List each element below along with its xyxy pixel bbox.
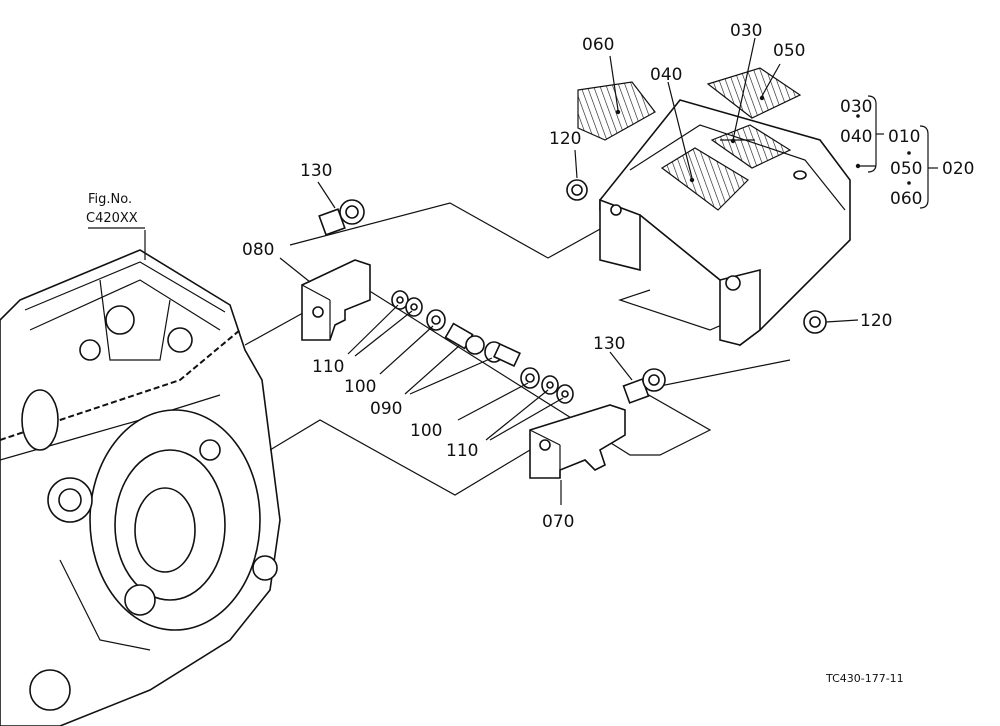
callout-070: 070 xyxy=(542,512,574,532)
leader-dots xyxy=(615,95,861,183)
gear-case-housing xyxy=(0,230,281,726)
fig-no-value: C420XX xyxy=(86,211,138,226)
tree-010: 010 xyxy=(888,127,920,147)
bolt-130-mid xyxy=(622,368,666,404)
callout-120-left: 120 xyxy=(549,129,581,149)
bracket-070 xyxy=(529,404,626,479)
fig-no-label: Fig.No. xyxy=(88,192,132,207)
callout-130-top: 130 xyxy=(300,161,332,181)
callout-110-upper: 110 xyxy=(312,357,344,377)
washer-110-c xyxy=(541,375,559,395)
washer-110-b xyxy=(405,297,423,317)
tree-020: 020 xyxy=(942,159,974,179)
nut-120-right xyxy=(803,310,827,334)
callout-080: 080 xyxy=(242,240,274,260)
callout-110-lower: 110 xyxy=(446,441,478,461)
tree-030: 030 xyxy=(840,97,872,117)
figure-reference: Fig.No. C420XX xyxy=(86,192,138,226)
tree-040: 040 xyxy=(840,127,872,147)
callout-060-top: 060 xyxy=(582,35,614,55)
tree-050: 050 xyxy=(890,159,922,179)
callout-040-top: 040 xyxy=(650,65,682,85)
decal-040 xyxy=(660,147,749,211)
washer-100-b xyxy=(520,367,540,389)
decal-030 xyxy=(710,124,792,169)
bolt-130-top xyxy=(318,199,365,236)
callout-050-top: 050 xyxy=(773,41,805,61)
callout-130-mid: 130 xyxy=(593,334,625,354)
decal-050 xyxy=(706,67,802,119)
callout-090: 090 xyxy=(370,399,402,419)
callout-100-lower: 100 xyxy=(410,421,442,441)
tree-060: 060 xyxy=(890,189,922,209)
assembly-tree-brackets xyxy=(856,95,938,209)
leader-lines xyxy=(88,37,876,505)
drawing-code: TC430-177-11 xyxy=(825,672,904,685)
pin-090-b xyxy=(484,341,521,368)
assembly-tree-labels: 030 040 010 050 020 060 xyxy=(840,97,974,209)
cover-part xyxy=(599,99,851,347)
washer-100-a xyxy=(426,309,446,331)
callout-030-top: 030 xyxy=(730,21,762,41)
washer-110-a xyxy=(391,290,409,310)
nut-120-left xyxy=(566,179,588,201)
callout-labels: 060 030 050 040 120 130 080 110 100 090 … xyxy=(242,21,892,532)
bracket-080 xyxy=(301,259,371,341)
callout-120-right: 120 xyxy=(860,311,892,331)
pin-090-a xyxy=(444,322,485,355)
callout-100-upper: 100 xyxy=(344,377,376,397)
